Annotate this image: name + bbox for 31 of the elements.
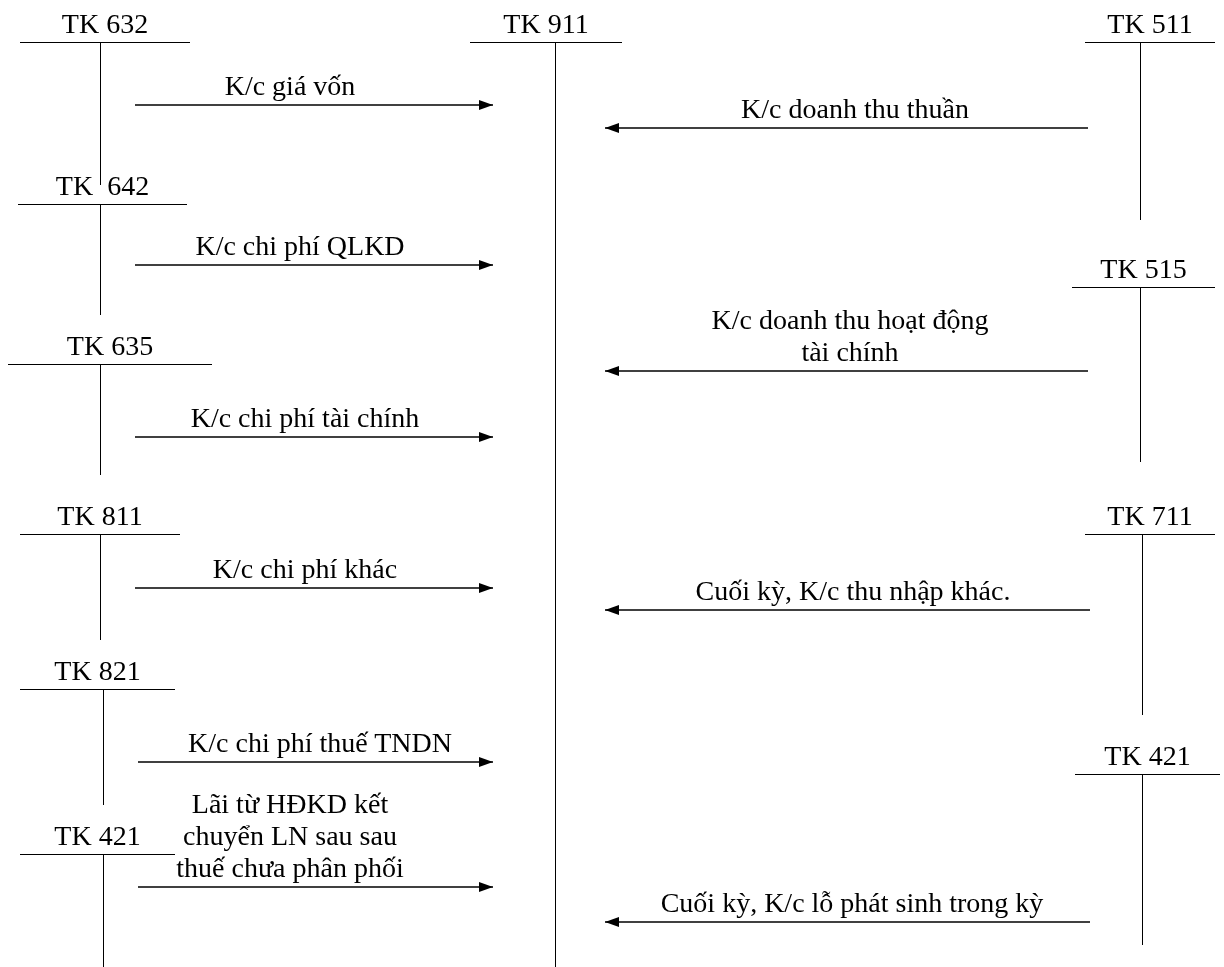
account-label: TK 632 <box>20 7 190 43</box>
arrow <box>604 366 1089 376</box>
arrow <box>134 260 494 270</box>
account-label: TK 711 <box>1085 499 1215 535</box>
account-label: TK 421 <box>1075 739 1220 775</box>
account-label: TK 511 <box>1085 7 1215 43</box>
edge-label: Lãi từ HĐKD kết chuyển LN sau sau thuế chưa phân phối <box>175 788 405 885</box>
arrow <box>134 432 494 442</box>
edge-label: K/c chi phí khác <box>211 553 399 586</box>
edge-label: K/c doanh thu thuần <box>740 93 970 126</box>
account-label: TK 811 <box>20 499 180 535</box>
edge-label: K/c doanh thu hoạt động tài chính <box>710 304 990 369</box>
arrow <box>604 917 1091 927</box>
edge-label: K/c chi phí thuế TNDN <box>187 727 453 760</box>
edge-label: K/c giá vốn <box>223 70 357 103</box>
edge-label: Cuối kỳ, K/c thu nhập khác. <box>694 575 1012 608</box>
account-label: TK 911 <box>470 7 622 43</box>
edge-label: K/c chi phí QLKD <box>194 230 406 263</box>
arrow <box>137 757 494 767</box>
arrow <box>134 100 494 110</box>
account-label: TK 821 <box>20 654 175 690</box>
account-label: TK 515 <box>1072 252 1215 288</box>
edge-label: K/c chi phí tài chính <box>189 402 421 435</box>
arrow <box>604 123 1089 133</box>
arrow <box>137 882 494 892</box>
arrow <box>604 605 1091 615</box>
account-label: TK 642 <box>18 169 187 205</box>
edge-label: Cuối kỳ, K/c lỗ phát sinh trong kỳ <box>659 887 1045 920</box>
arrow <box>134 583 494 593</box>
account-label: TK 421 <box>20 819 175 855</box>
account-label: TK 635 <box>8 329 212 365</box>
